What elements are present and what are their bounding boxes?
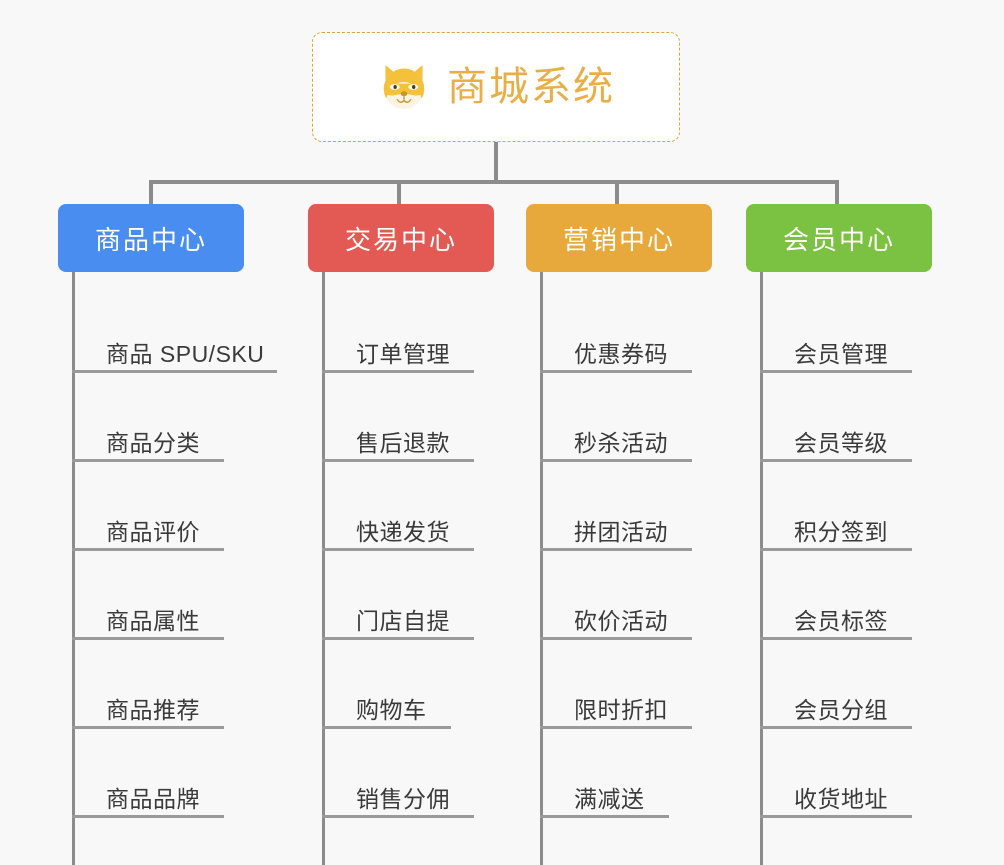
connector-horizontal-bus (149, 180, 837, 184)
leaf-item[interactable]: 收货地址 (746, 729, 932, 818)
leaf-label: 满减送 (574, 786, 645, 812)
leaf-label: 商品 SPU/SKU (106, 341, 265, 367)
leaf-item[interactable]: 购物车 (308, 640, 494, 729)
leaf-item[interactable]: 会员标签 (746, 551, 932, 640)
leaf-label: 收货地址 (794, 786, 888, 812)
connector-root-stem (494, 142, 498, 184)
leaf-item[interactable]: 会员管理 (746, 284, 932, 373)
leaf-rule (760, 815, 912, 818)
leaf-label: 快递发货 (356, 519, 450, 545)
leaf-label: 会员等级 (794, 430, 888, 456)
connector-spine-3 (540, 272, 543, 865)
leaf-item[interactable]: 砍价活动 (526, 551, 712, 640)
leaf-label: 秒杀活动 (574, 430, 668, 456)
connector-spine-4 (760, 272, 763, 865)
leaf-item[interactable]: 商品品牌 (58, 729, 264, 818)
leaf-item[interactable]: 商品推荐 (58, 640, 264, 729)
leaf-label: 拼团活动 (574, 519, 668, 545)
leaf-rule (322, 726, 451, 729)
leaf-item[interactable]: 快递发货 (308, 462, 494, 551)
leaf-rule (540, 459, 692, 462)
org-chart-canvas: 商城系统 商品中心 商品 SPU/SKU 商品分类 商品评价 商品属性 (58, 32, 932, 865)
leaf-rule (72, 726, 224, 729)
leaf-rule (760, 548, 912, 551)
leaf-label: 限时折扣 (574, 697, 668, 723)
connector-drop-4 (835, 180, 839, 204)
leaf-list-member: 会员管理 会员等级 积分签到 会员标签 会员分组 收货地址 (746, 272, 932, 865)
leaf-label: 优惠券码 (574, 341, 668, 367)
leaf-rule (540, 548, 692, 551)
leaf-label: 会员管理 (794, 341, 888, 367)
leaf-item[interactable]: 秒杀活动 (526, 373, 712, 462)
leaf-label: 购物车 (356, 697, 427, 723)
leaf-rule (322, 815, 474, 818)
leaf-label: 砍价活动 (574, 608, 668, 634)
leaf-label: 商品推荐 (106, 697, 200, 723)
leaf-item[interactable]: 售后退款 (308, 373, 494, 462)
leaf-item[interactable]: 销售分佣 (308, 729, 494, 818)
leaf-item[interactable]: 商品属性 (58, 551, 264, 640)
leaf-label: 积分签到 (794, 519, 888, 545)
leaf-label: 销售分佣 (356, 786, 450, 812)
connector-spine-2 (322, 272, 325, 865)
leaf-rule (760, 459, 912, 462)
connector-drop-2 (397, 180, 401, 204)
leaf-item[interactable]: 限时折扣 (526, 640, 712, 729)
leaf-item[interactable]: 商品 SPU/SKU (58, 284, 277, 373)
leaf-rule (72, 815, 224, 818)
root-node-title: 商城系统 (447, 65, 615, 109)
shiba-dog-face-icon (383, 65, 425, 109)
leaf-rule (72, 548, 224, 551)
leaf-item[interactable]: 满减送 (526, 729, 712, 818)
leaf-item[interactable]: 商品评价 (58, 462, 264, 551)
leaf-label: 商品属性 (106, 608, 200, 634)
leaf-item[interactable]: 拼团活动 (526, 462, 712, 551)
leaf-list-marketing: 优惠券码 秒杀活动 拼团活动 砍价活动 限时折扣 满减送 (526, 272, 712, 865)
leaf-rule (760, 370, 912, 373)
branch-header-trade[interactable]: 交易中心 (308, 204, 494, 272)
leaf-rule (72, 459, 224, 462)
leaf-item[interactable]: 订单管理 (308, 284, 494, 373)
leaf-label: 商品评价 (106, 519, 200, 545)
leaf-rule (72, 370, 277, 373)
connector-spine-1 (72, 272, 75, 865)
root-node-mall-system[interactable]: 商城系统 (312, 32, 680, 142)
leaf-rule (72, 637, 224, 640)
leaf-rule (322, 459, 474, 462)
leaf-rule (540, 726, 692, 729)
leaf-item[interactable]: 会员等级 (746, 373, 932, 462)
leaf-rule (322, 637, 474, 640)
leaf-list-product: 商品 SPU/SKU 商品分类 商品评价 商品属性 商品推荐 商品品牌 (58, 272, 277, 865)
leaf-rule (322, 370, 474, 373)
leaf-item[interactable]: 商品分类 (58, 373, 264, 462)
leaf-item[interactable]: 门店自提 (308, 551, 494, 640)
leaf-label: 会员标签 (794, 608, 888, 634)
leaf-label: 商品分类 (106, 430, 200, 456)
leaf-label: 售后退款 (356, 430, 450, 456)
leaf-label: 门店自提 (356, 608, 450, 634)
branch-column-product: 商品中心 商品 SPU/SKU 商品分类 商品评价 商品属性 商品推荐 (58, 204, 277, 865)
leaf-label: 会员分组 (794, 697, 888, 723)
branch-header-marketing[interactable]: 营销中心 (526, 204, 712, 272)
leaf-label: 商品品牌 (106, 786, 200, 812)
leaf-item[interactable]: 积分签到 (746, 462, 932, 551)
leaf-item[interactable]: 优惠券码 (526, 284, 712, 373)
branch-column-member: 会员中心 会员管理 会员等级 积分签到 会员标签 会员分组 (746, 204, 932, 865)
leaf-rule (540, 637, 692, 640)
leaf-label: 订单管理 (356, 341, 450, 367)
leaf-rule (760, 726, 912, 729)
branch-header-product[interactable]: 商品中心 (58, 204, 244, 272)
leaf-item[interactable]: 会员分组 (746, 640, 932, 729)
branch-column-trade: 交易中心 订单管理 售后退款 快递发货 门店自提 购物车 (308, 204, 494, 865)
branch-column-marketing: 营销中心 优惠券码 秒杀活动 拼团活动 砍价活动 限时折扣 (526, 204, 712, 865)
leaf-rule (540, 370, 692, 373)
connector-drop-3 (615, 180, 619, 204)
leaf-rule (540, 815, 669, 818)
leaf-list-trade: 订单管理 售后退款 快递发货 门店自提 购物车 销售分佣 (308, 272, 494, 865)
connector-drop-1 (149, 180, 153, 204)
leaf-rule (322, 548, 474, 551)
branch-header-member[interactable]: 会员中心 (746, 204, 932, 272)
leaf-rule (760, 637, 912, 640)
